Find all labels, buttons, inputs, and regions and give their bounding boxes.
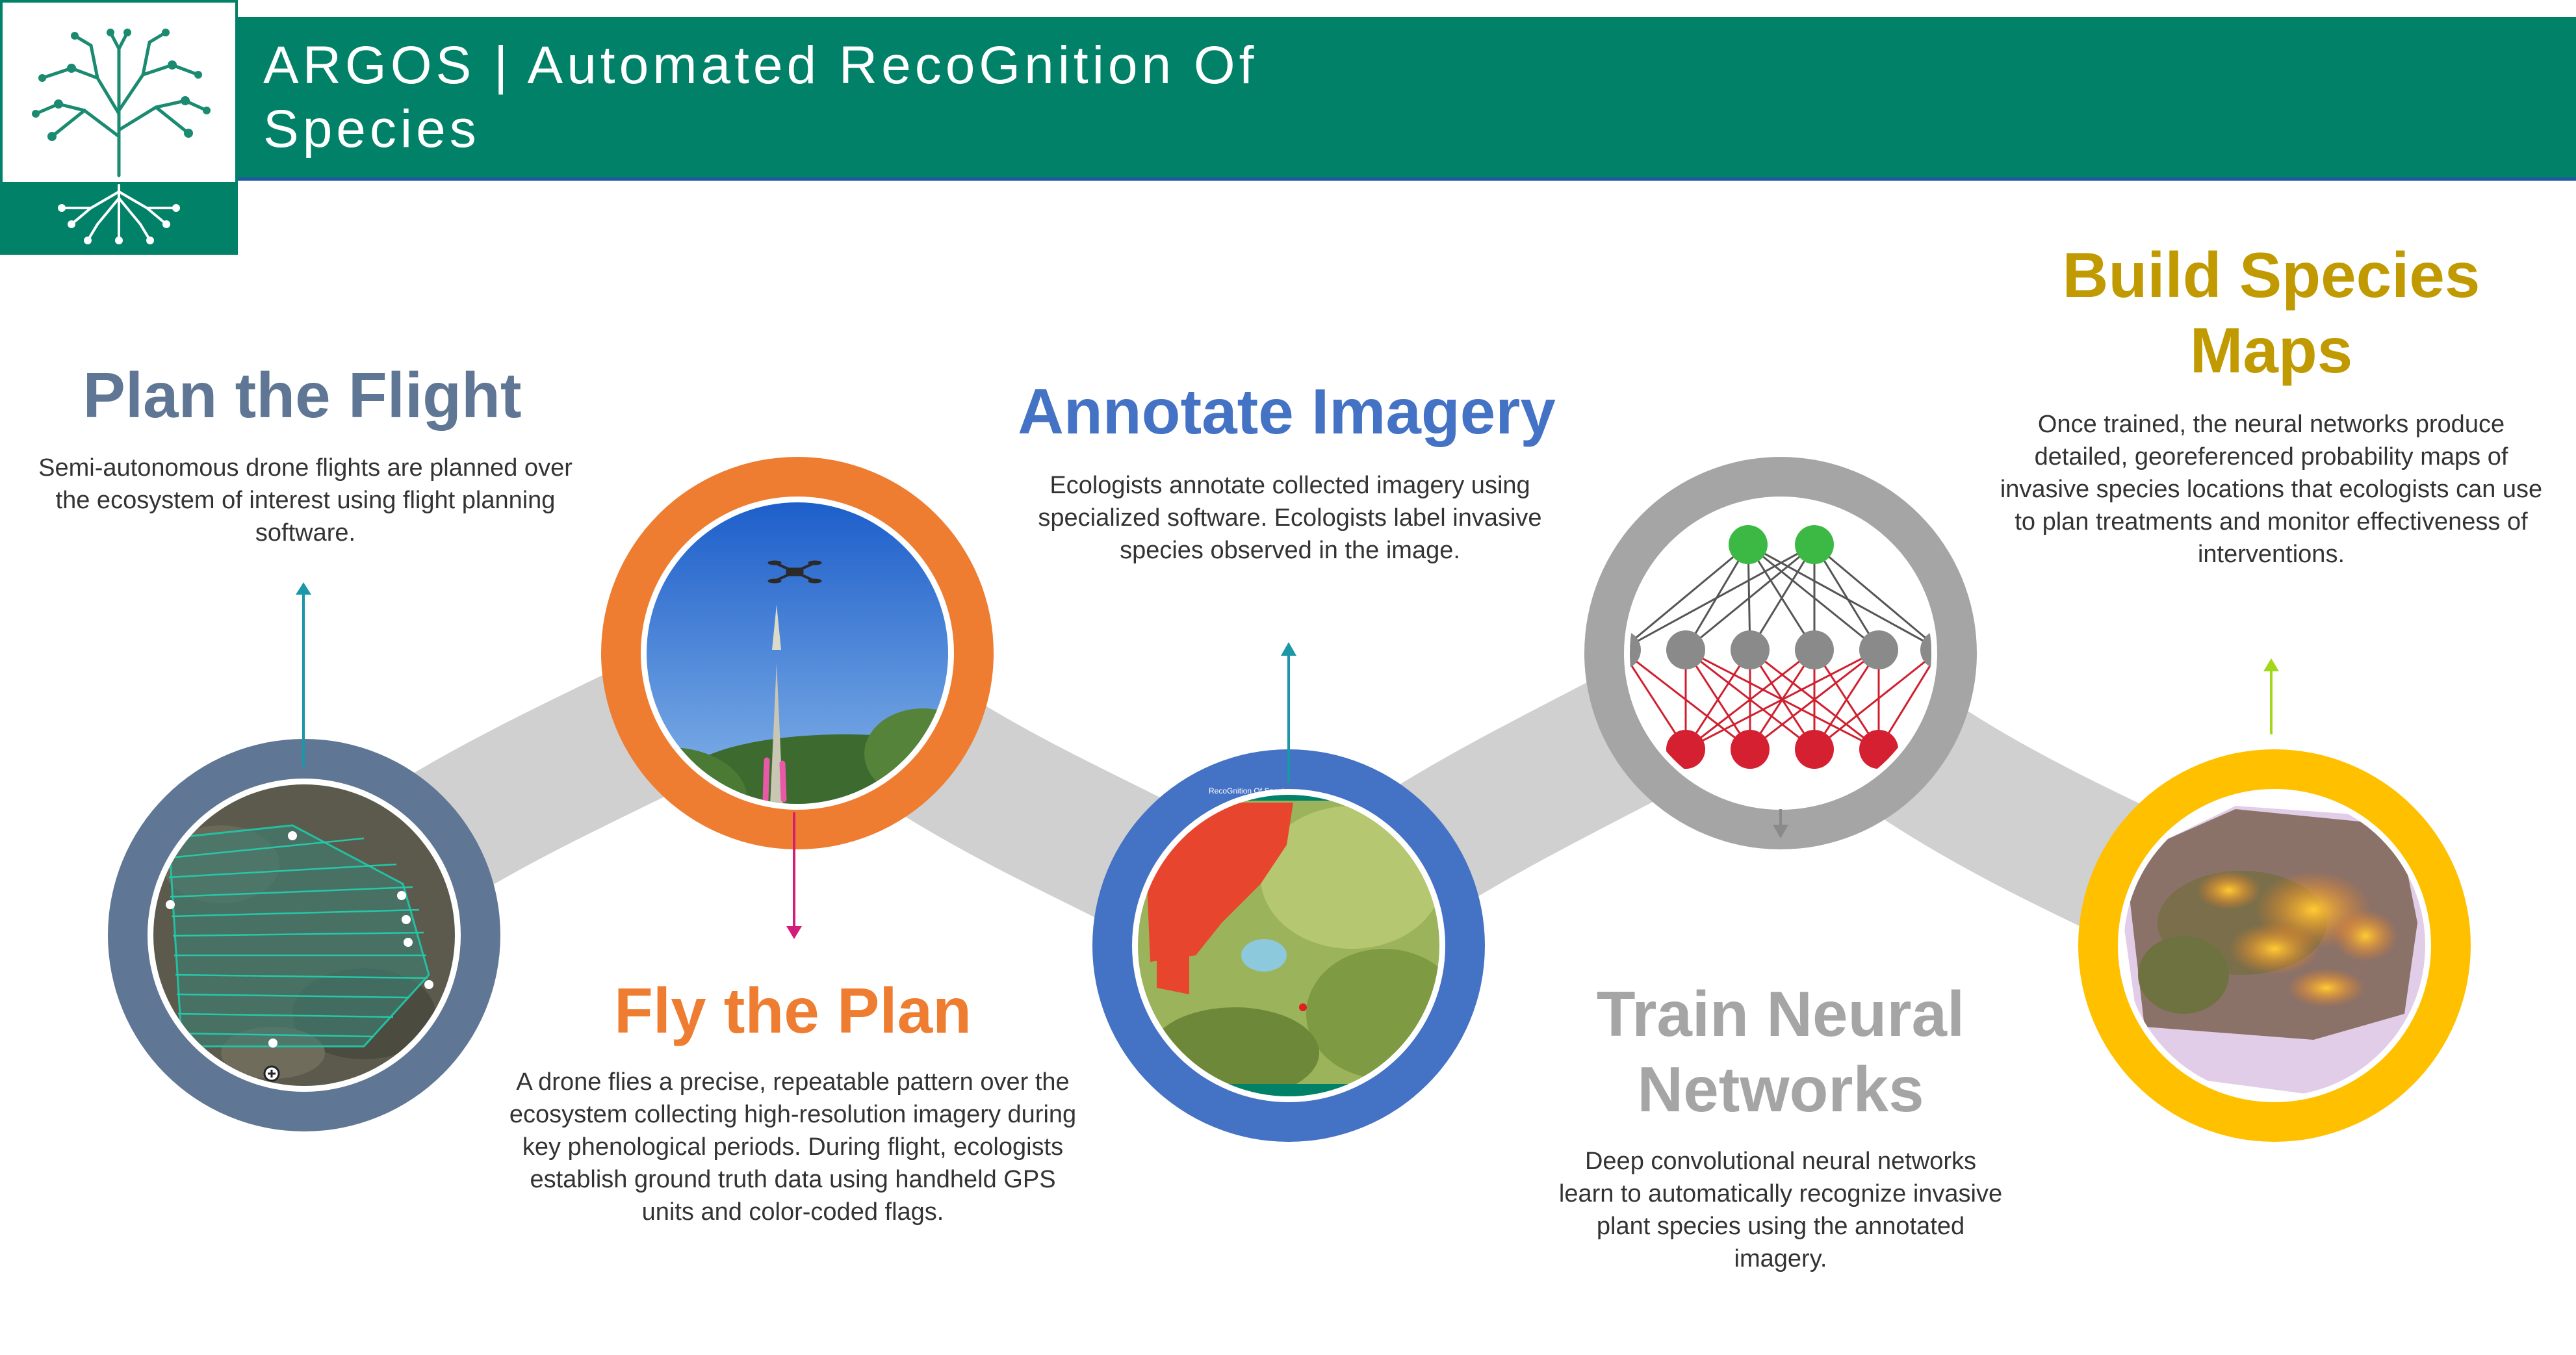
species-maps-arrow (2263, 658, 2279, 734)
header-banner: ARGOS | Automated RecoGnition Of Species (0, 17, 2576, 181)
plan-flight-circle (108, 739, 500, 1131)
drone-icon (767, 560, 822, 584)
fly-plan-circle (601, 457, 994, 849)
tree-circuit-logo-icon (32, 29, 211, 244)
train-networks-circle (1584, 457, 1977, 849)
fly-plan-arrow (786, 812, 802, 939)
train-networks-description: Deep convolutional neural networks learn… (1558, 1148, 2003, 1272)
plan-flight-title: Plan the Flight (83, 359, 522, 431)
species-maps-description: Once trained, the neural networks produc… (2000, 411, 2543, 568)
species-maps-title: Build Species Maps (2062, 239, 2480, 386)
fly-plan-title: Fly the Plan (613, 975, 972, 1046)
fly-plan-description: A drone flies a precise, repeatable patt… (509, 1068, 1077, 1226)
annotate-imagery-title: Annotate Imagery (1018, 376, 1556, 447)
annotate-imagery-circle: RecoGnition Of Species (1092, 749, 1485, 1142)
logo (0, 0, 238, 255)
train-networks-title: Train Neural Networks (1596, 978, 1965, 1125)
plan-flight-description: Semi-autonomous drone flights are planne… (38, 454, 573, 547)
annotate-arrow (1281, 642, 1296, 783)
annotation-screen-header: RecoGnition Of Species (1209, 786, 1292, 795)
neural-network-icon (1630, 525, 1931, 769)
annotate-imagery-description: Ecologists annotate collected imagery us… (1038, 472, 1542, 564)
plan-flight-arrow (296, 582, 311, 767)
species-maps-circle (2078, 749, 2471, 1142)
app-title: ARGOS | Automated RecoGnition Of Species (263, 36, 1258, 159)
train-arrow (1773, 809, 1788, 838)
